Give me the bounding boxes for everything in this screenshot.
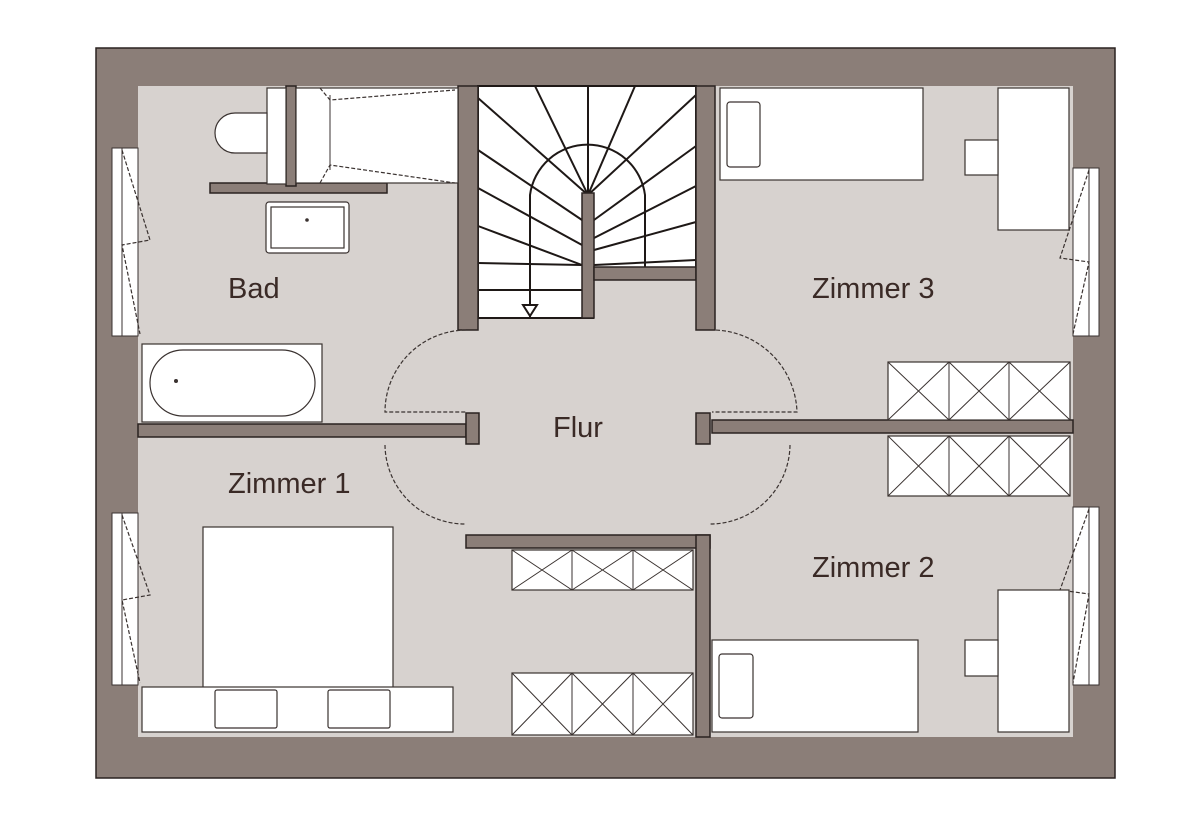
door-bad[interactable] (384, 329, 467, 413)
chair-zimmer3 (964, 139, 999, 176)
room-label-flur: Flur (553, 412, 603, 444)
door-zimmer2[interactable] (709, 444, 791, 525)
sink (265, 201, 350, 254)
wardrobe-flur-side (511, 549, 694, 591)
room-label-zimmer3: Zimmer 3 (812, 273, 934, 305)
wardrobe-zimmer3 (887, 361, 1071, 421)
door-stub (695, 412, 711, 445)
room-label-zimmer1: Zimmer 1 (228, 468, 350, 500)
window-zimmer1 (111, 512, 151, 686)
wall-zimmer3-zimmer2 (711, 419, 1074, 434)
wall-zimmer1-zimmer2 (695, 534, 711, 738)
wall-bad-zimmer1 (137, 423, 467, 438)
stair-wall-left (457, 85, 479, 331)
staircase (477, 85, 697, 320)
bad-partition-vertical (285, 85, 297, 187)
bathtub (141, 343, 323, 423)
shower (295, 87, 459, 184)
door-stub (465, 412, 480, 445)
sideboard-zimmer1 (141, 686, 454, 733)
bed-zimmer2 (711, 639, 919, 733)
wardrobe-zimmer2 (887, 435, 1071, 497)
toilet (214, 87, 287, 185)
bed-zimmer1 (202, 526, 394, 690)
wall-flur-bottom (465, 534, 711, 549)
window-bad (111, 147, 151, 337)
room-label-zimmer2: Zimmer 2 (812, 552, 934, 584)
desk-zimmer2 (997, 589, 1070, 733)
wardrobe-zimmer1 (511, 672, 694, 736)
bed-zimmer3 (719, 87, 924, 181)
door-zimmer3[interactable] (709, 329, 798, 413)
desk-zimmer3 (997, 87, 1070, 231)
room-label-bad: Bad (228, 273, 280, 305)
bad-partition (209, 182, 388, 194)
stair-wall-right (695, 85, 716, 331)
chair-zimmer2 (964, 639, 999, 677)
window-zimmer2 (1059, 506, 1100, 686)
door-zimmer1[interactable] (384, 444, 467, 525)
window-zimmer3 (1059, 167, 1100, 337)
